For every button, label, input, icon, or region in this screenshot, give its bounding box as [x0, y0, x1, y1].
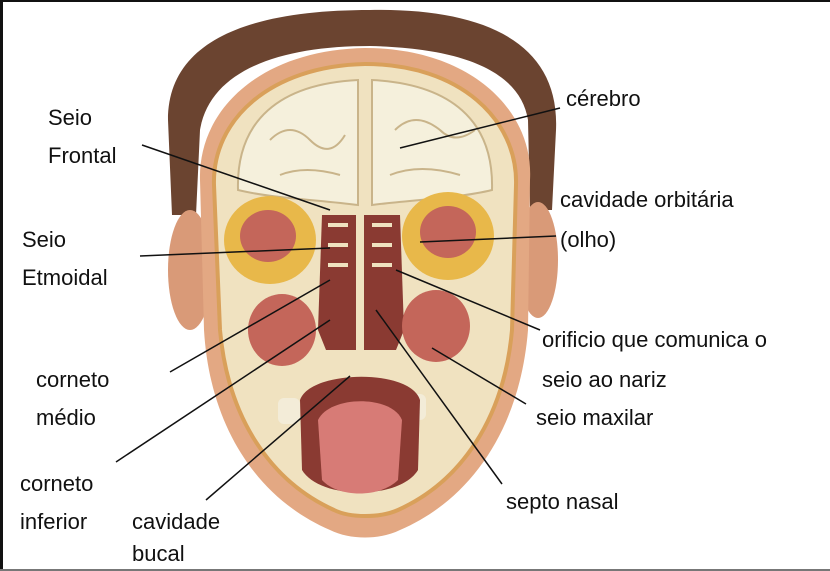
- label-cerebro: cérebro: [566, 85, 641, 113]
- label-corneto-inferior-line1: corneto: [20, 470, 93, 498]
- right-eye: [420, 206, 476, 258]
- label-cavidade-orbitaria-line2: (olho): [560, 226, 616, 254]
- left-tooth: [278, 398, 300, 424]
- label-orificio-line1: orificio que comunica o: [542, 326, 767, 354]
- label-seio-etmoidal-line2: Etmoidal: [22, 264, 108, 292]
- label-seio-etmoidal-line1: Seio: [22, 226, 66, 254]
- label-cavidade-bucal-line2: bucal: [132, 540, 185, 568]
- label-corneto-medio-line1: corneto: [36, 366, 109, 394]
- nasal-septum: [356, 210, 364, 360]
- label-septo-nasal: septo nasal: [506, 488, 619, 516]
- left-eye: [240, 210, 296, 262]
- left-maxillary-sinus: [248, 294, 316, 366]
- label-seio-maxilar: seio maxilar: [536, 404, 653, 432]
- label-cavidade-bucal-line1: cavidade: [132, 508, 220, 536]
- label-cavidade-orbitaria-line1: cavidade orbitária: [560, 186, 734, 214]
- label-corneto-inferior-line2: inferior: [20, 508, 87, 536]
- tongue: [318, 401, 402, 493]
- label-orificio-line2: seio ao nariz: [542, 366, 667, 394]
- label-seio-frontal-line1: Seio: [48, 104, 92, 132]
- label-seio-frontal-line2: Frontal: [48, 142, 116, 170]
- label-corneto-medio-line2: médio: [36, 404, 96, 432]
